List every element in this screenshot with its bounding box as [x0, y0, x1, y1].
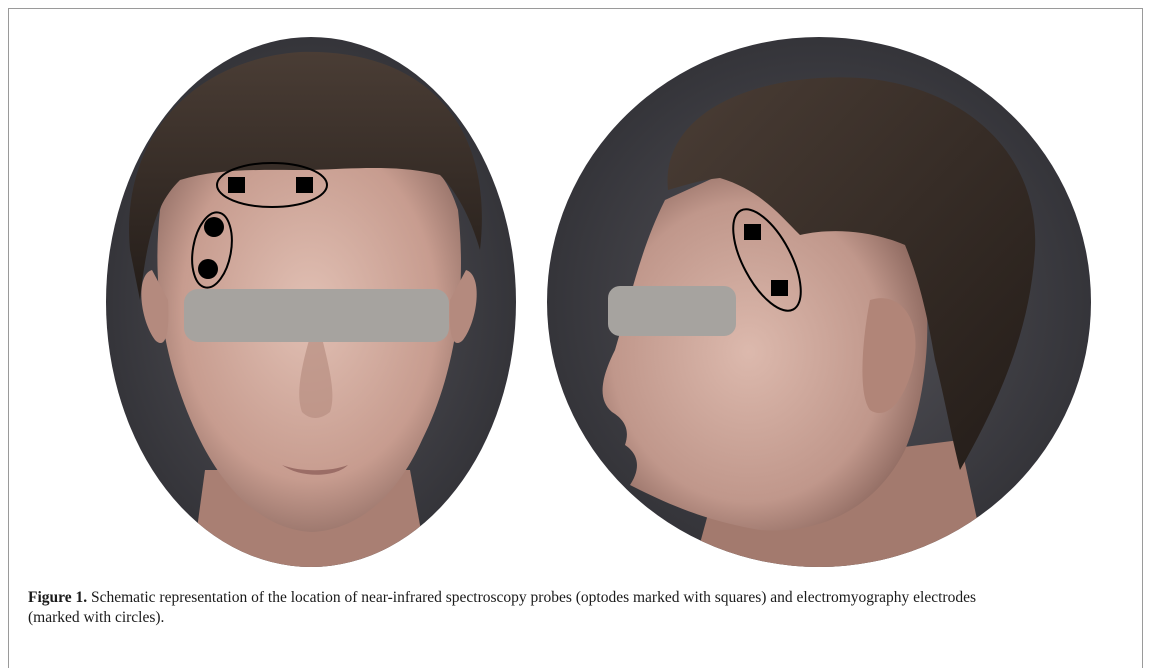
front-view-portrait: [106, 37, 516, 580]
figure-caption: Figure 1. Schematic representation of th…: [28, 588, 1028, 628]
figure-illustration: [0, 0, 1152, 580]
side-view-portrait: [547, 37, 1091, 580]
side-optode-square: [771, 280, 788, 296]
figure-caption-text: Schematic representation of the location…: [28, 589, 976, 626]
side-optode-square: [744, 224, 761, 240]
front-optode-square: [228, 177, 245, 193]
figure-label: Figure 1.: [28, 589, 87, 606]
side-eye-mask: [608, 286, 736, 336]
front-optode-square: [296, 177, 313, 193]
front-eye-mask: [184, 289, 449, 342]
front-emg-electrode-circle: [198, 259, 218, 279]
front-emg-electrode-circle: [204, 217, 224, 237]
